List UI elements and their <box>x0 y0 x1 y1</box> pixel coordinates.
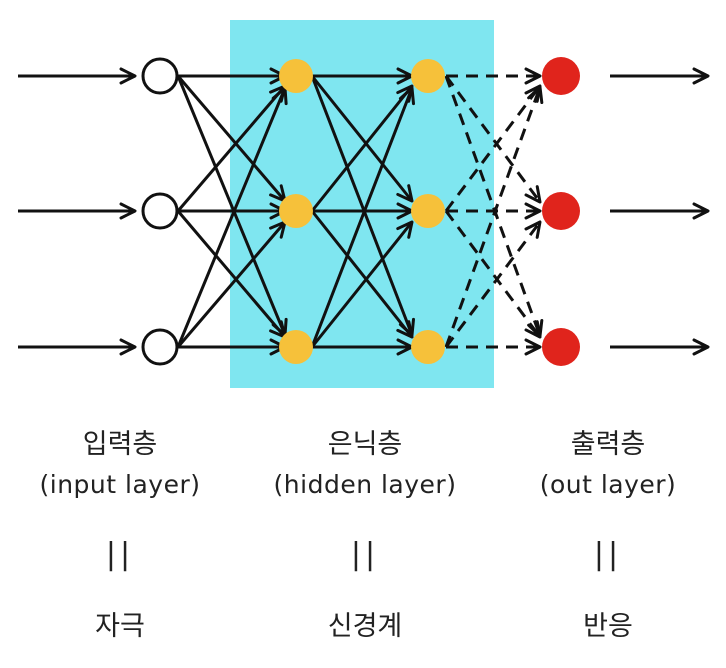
edge <box>176 210 287 339</box>
hidden-to-output-edges <box>444 67 544 356</box>
hidden-layer-label-group: 은닉층 (hidden layer) || 신경계 <box>245 425 485 647</box>
dashed-edge <box>444 85 544 348</box>
output-layer-equals: || <box>593 537 623 572</box>
input-layer-label-group: 입력층 (input layer) || 자극 <box>0 425 240 647</box>
input-node <box>141 192 179 230</box>
edge <box>310 75 414 203</box>
input-layer-equals: || <box>105 537 135 572</box>
output-layer-english: (out layer) <box>539 470 677 499</box>
hidden-layer-english: (hidden layer) <box>273 470 457 499</box>
input-node <box>141 57 179 95</box>
input-node <box>141 328 179 366</box>
hidden-layer-meaning: 신경계 <box>327 611 403 642</box>
edge <box>310 86 415 348</box>
dashed-edge <box>444 75 544 338</box>
hidden-to-hidden-edges <box>310 67 415 356</box>
edge <box>176 84 287 212</box>
output-layer-korean: 출력층 <box>570 429 646 460</box>
output-node <box>542 328 580 366</box>
edge <box>176 75 287 203</box>
output-node <box>542 192 580 230</box>
input-to-hidden-edges <box>176 67 288 356</box>
hidden-node <box>279 194 313 228</box>
hidden-nodes-2 <box>411 59 445 364</box>
edge <box>310 210 414 339</box>
input-arrows <box>18 67 137 356</box>
edge <box>176 86 288 348</box>
hidden-node <box>411 330 445 364</box>
hidden-node <box>279 59 313 93</box>
edge <box>176 220 287 348</box>
dashed-edge <box>444 220 542 348</box>
output-nodes <box>542 57 580 366</box>
neural-network-diagram <box>18 20 710 388</box>
hidden-node <box>411 194 445 228</box>
dashed-edge <box>444 210 542 339</box>
edge <box>310 220 414 348</box>
hidden-layer-equals: || <box>350 537 380 572</box>
hidden-nodes-1 <box>279 59 313 364</box>
dashed-edge <box>444 75 542 204</box>
edge <box>176 75 288 337</box>
hidden-node <box>279 330 313 364</box>
output-node <box>542 57 580 95</box>
output-arrows <box>610 67 710 356</box>
output-layer-label-group: 출력층 (out layer) || 반응 <box>490 425 726 647</box>
input-layer-english: (input layer) <box>39 470 201 499</box>
input-layer-meaning: 자극 <box>95 611 145 642</box>
edge <box>310 84 414 212</box>
input-nodes <box>141 57 179 366</box>
output-layer-meaning: 반응 <box>583 611 633 642</box>
hidden-node <box>411 59 445 93</box>
input-layer-korean: 입력층 <box>82 429 158 460</box>
dashed-edge <box>444 84 542 212</box>
edge <box>310 75 415 337</box>
hidden-layer-korean: 은닉층 <box>327 429 403 460</box>
